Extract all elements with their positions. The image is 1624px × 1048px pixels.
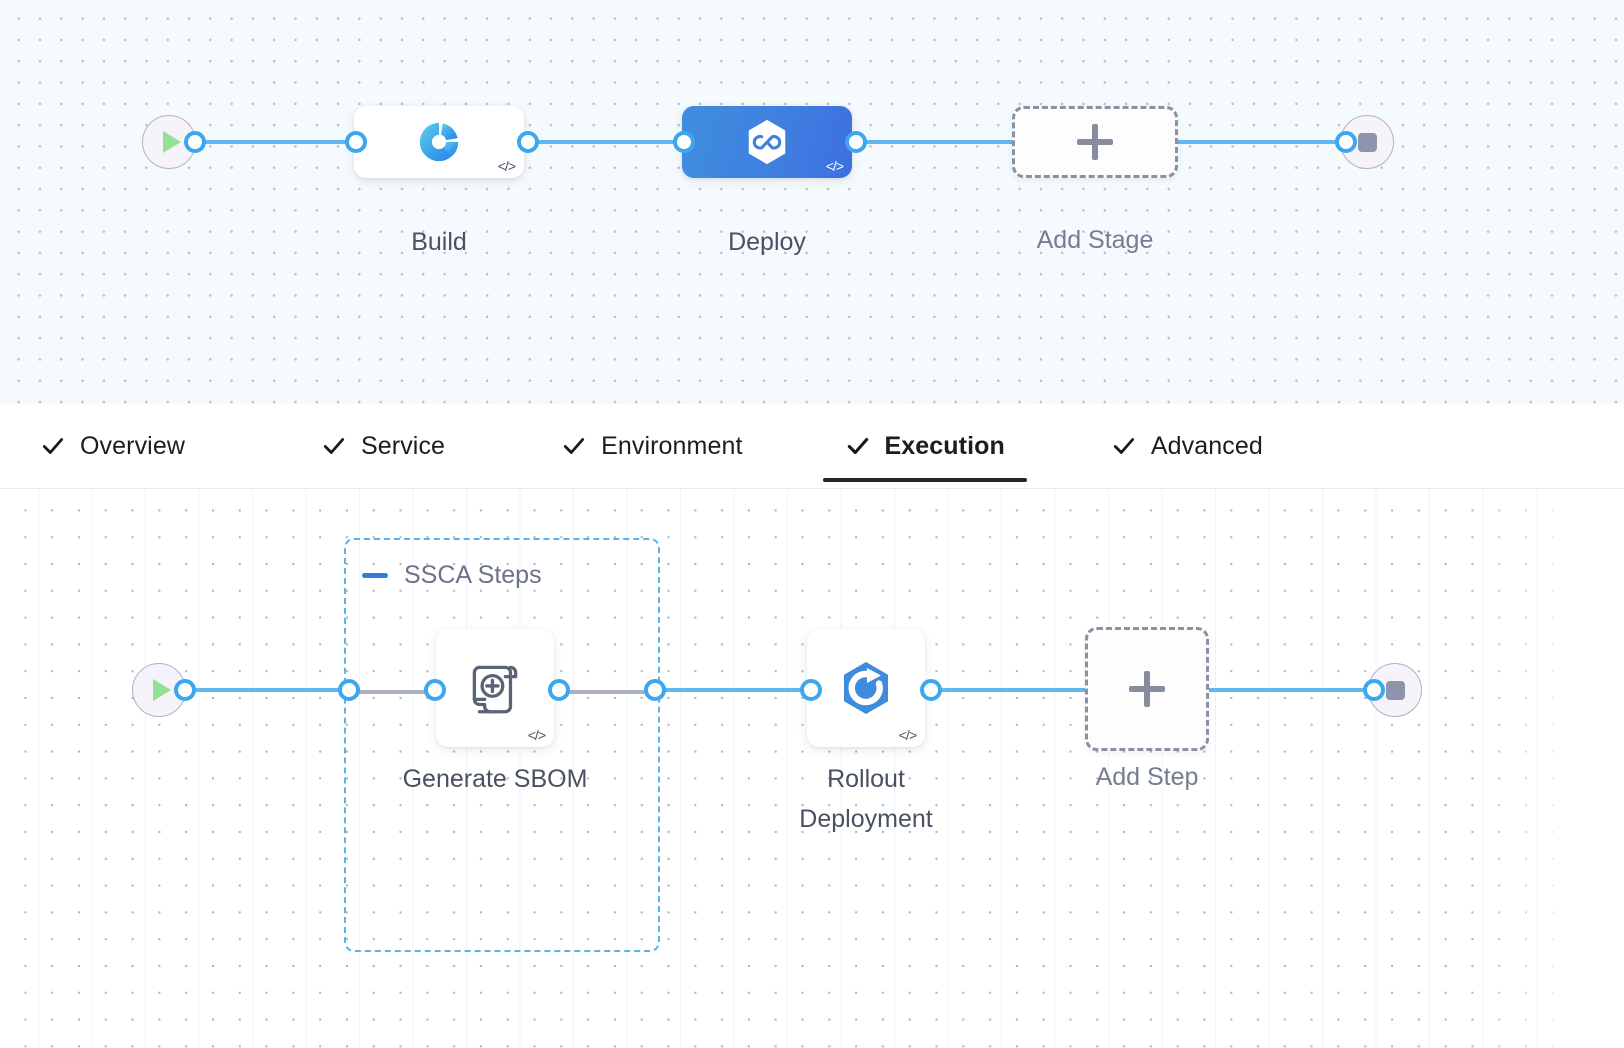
stage-deploy-in-port[interactable] <box>673 131 695 153</box>
ssca-steps-group-header[interactable]: SSCA Steps <box>362 561 542 590</box>
rollout-hexagon-refresh-icon <box>844 662 888 714</box>
check-icon <box>323 438 345 454</box>
tab-environment-label: Environment <box>601 431 743 460</box>
tab-execution-label: Execution <box>884 431 1005 460</box>
stage-build-out-port[interactable] <box>517 131 539 153</box>
check-icon <box>42 438 64 454</box>
ssca-steps-group[interactable] <box>344 538 660 952</box>
step-rollout-out-port[interactable] <box>920 679 942 701</box>
stage-build-in-port[interactable] <box>345 131 367 153</box>
stage-label-deploy: Deploy <box>728 228 806 256</box>
step-card-generate-sbom[interactable]: </> <box>436 629 554 747</box>
step-group-exit-port[interactable] <box>644 679 666 701</box>
check-icon <box>563 438 585 454</box>
step-wire-group-in-dashed <box>348 690 440 694</box>
play-icon <box>152 679 171 701</box>
generate-sbom-code-icon[interactable]: </> <box>527 727 546 743</box>
tab-overview[interactable]: Overview <box>18 404 207 488</box>
add-step-button[interactable] <box>1085 627 1209 751</box>
add-step-label: Add Step <box>1095 763 1199 791</box>
ssca-steps-group-title: SSCA Steps <box>404 561 542 589</box>
tab-advanced-label: Advanced <box>1150 431 1263 460</box>
stage-wire-add-end <box>1160 140 1360 144</box>
stage-wire-start-build <box>188 140 366 144</box>
add-stage-button[interactable] <box>1012 106 1178 178</box>
tab-advanced[interactable]: Advanced <box>1089 404 1285 488</box>
stage-deploy-out-port[interactable] <box>845 131 867 153</box>
step-card-rollout-deployment[interactable]: </> <box>807 629 925 747</box>
add-stage-label: Add Stage <box>1036 226 1154 254</box>
deploy-hexagon-infinity-icon <box>748 119 786 165</box>
stage-card-build[interactable]: </> <box>354 106 524 178</box>
tab-execution[interactable]: Execution <box>822 404 1028 488</box>
stage-wire-build-deploy <box>512 140 708 144</box>
stop-icon <box>1385 680 1405 700</box>
tab-service-label: Service <box>361 431 446 460</box>
stage-card-deploy[interactable]: </> <box>682 106 852 178</box>
step-label-generate-sbom: Generate SBOM <box>402 765 588 793</box>
step-wire-rollout-add <box>926 688 1094 692</box>
stage-start-port[interactable] <box>184 131 206 153</box>
sbom-scroll-plus-icon <box>472 665 518 714</box>
build-pie-icon <box>419 122 459 162</box>
tab-service[interactable]: Service <box>299 404 467 488</box>
build-code-icon[interactable]: </> <box>497 158 516 174</box>
step-end-node[interactable] <box>1368 663 1422 717</box>
play-icon <box>162 131 181 153</box>
deploy-code-icon[interactable]: </> <box>825 158 844 174</box>
step-wire-add-end <box>1200 688 1372 692</box>
step-start-port[interactable] <box>174 679 196 701</box>
steps-canvas[interactable]: SSCA Steps <box>0 487 1624 1048</box>
rollout-code-icon[interactable]: </> <box>898 727 917 743</box>
step-sbom-out-port[interactable] <box>548 679 570 701</box>
step-end-port[interactable] <box>1363 679 1385 701</box>
stages-canvas[interactable]: </> Build </> Deploy Add Stage <box>0 0 1624 408</box>
stage-label-build: Build <box>411 228 467 256</box>
check-icon <box>1113 438 1134 454</box>
step-label-rollout-deployment: Rollout Deployment <box>799 765 933 833</box>
stage-config-tabs[interactable]: Overview Service Environment Execution A… <box>0 404 1624 489</box>
check-icon <box>847 437 868 455</box>
stop-icon <box>1357 132 1377 152</box>
stage-end-port[interactable] <box>1335 131 1357 153</box>
step-wire-start-group <box>178 688 350 692</box>
stage-start-node[interactable] <box>142 115 196 169</box>
tab-environment[interactable]: Environment <box>539 404 764 488</box>
plus-icon <box>1129 671 1165 707</box>
step-rollout-in-port[interactable] <box>800 679 822 701</box>
step-sbom-in-port[interactable] <box>424 679 446 701</box>
minus-icon[interactable] <box>362 573 388 578</box>
step-wire-group-rollout <box>648 688 820 692</box>
stage-wire-deploy-add <box>840 140 1040 144</box>
step-group-entry-port[interactable] <box>338 679 360 701</box>
plus-icon <box>1077 124 1113 160</box>
tab-overview-label: Overview <box>80 431 185 460</box>
step-wire-group-out-dashed <box>554 690 654 694</box>
